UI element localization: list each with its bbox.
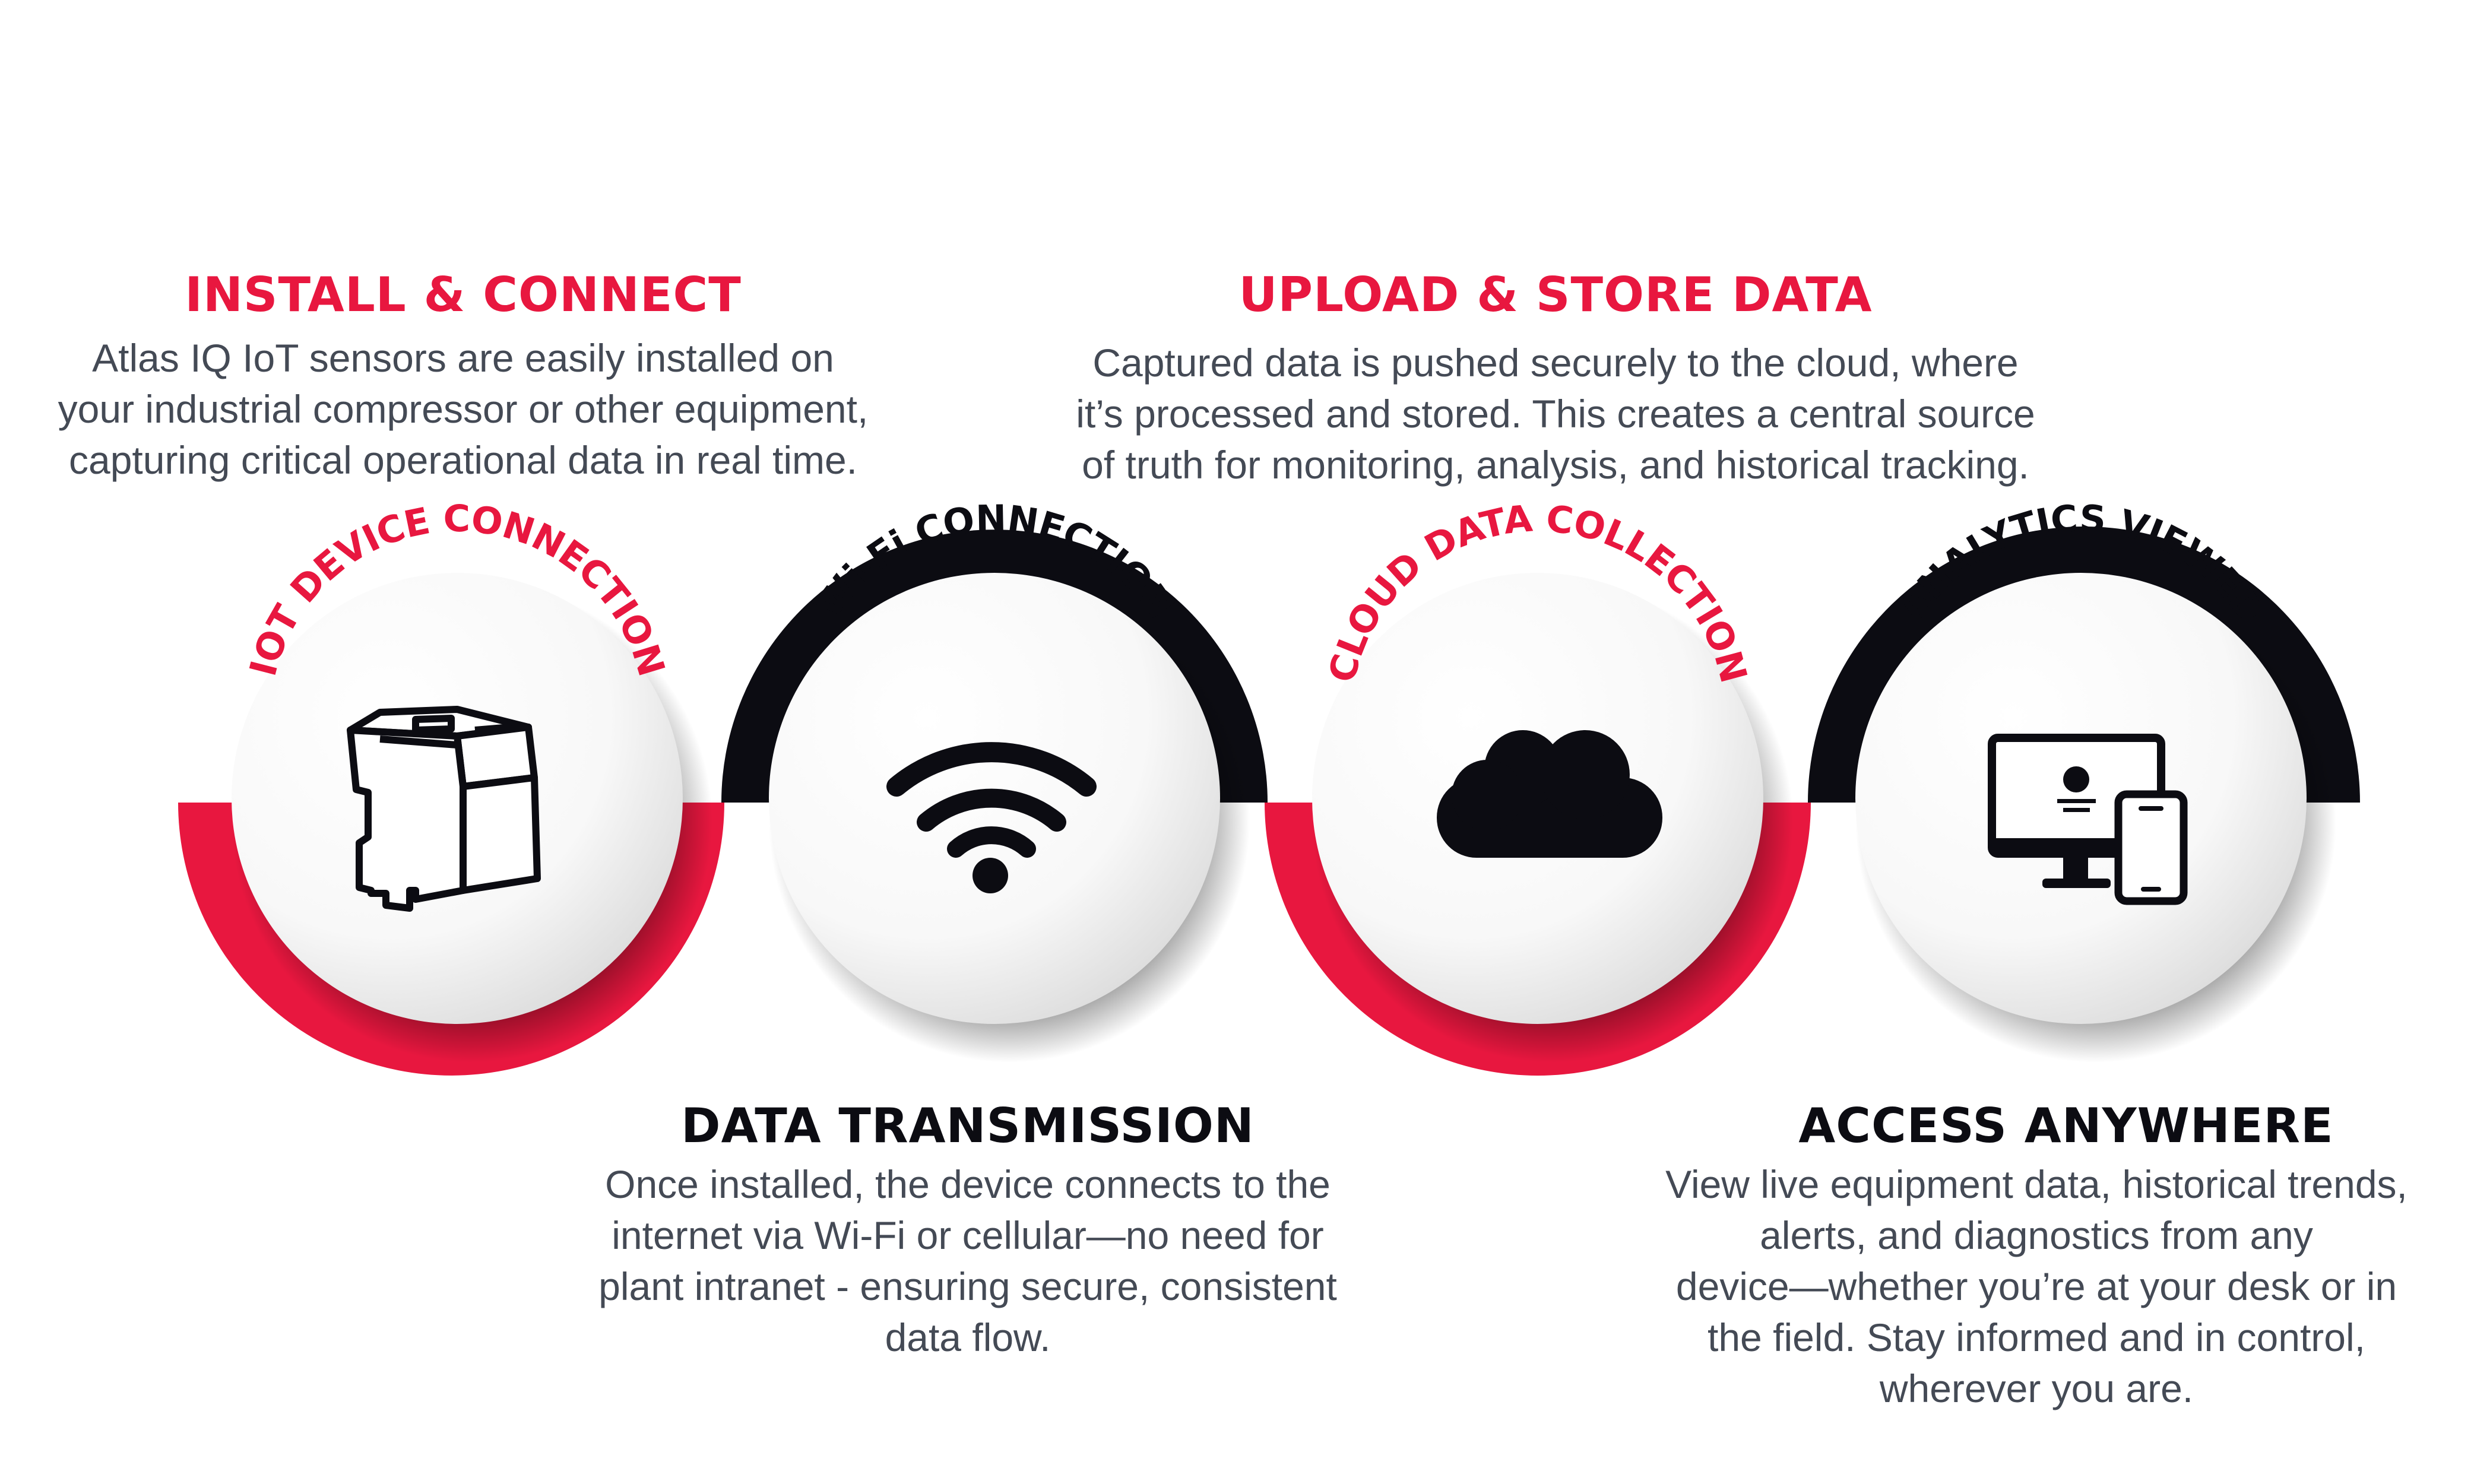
step-2-line: plant intranet - ensuring secure, consis… xyxy=(598,1264,1337,1308)
step-4-line: the field. Stay informed and in control, xyxy=(1708,1315,2365,1359)
step-4-line: device—whether you’re at your desk or in xyxy=(1675,1264,2397,1308)
step-3-description: Captured data is pushed securely to the … xyxy=(1009,337,2102,490)
step-2-description: Once installed, the device connects to t… xyxy=(534,1159,1401,1363)
step-3-line: it’s processed and stored. This creates … xyxy=(1076,392,2035,436)
step-2-line: internet via Wi-Fi or cellular—no need f… xyxy=(612,1213,1324,1257)
iot-device-icon xyxy=(347,706,541,912)
step-3-line: Captured data is pushed securely to the … xyxy=(1092,341,2019,385)
step-4-line: alerts, and diagnostics from any xyxy=(1760,1213,2313,1257)
step-3-title: UPLOAD & STORE DATA xyxy=(1238,267,1873,322)
step-4-line: View live equipment data, historical tre… xyxy=(1665,1162,2408,1206)
step-1-description: Atlas IQ IoT sensors are easily installe… xyxy=(24,332,902,486)
step-2-title: DATA TRANSMISSION xyxy=(681,1098,1255,1153)
step-1-line: capturing critical operational data in r… xyxy=(68,438,858,482)
step-4-title: ACCESS ANYWHERE xyxy=(1798,1098,2334,1153)
step-2-line: data flow. xyxy=(885,1315,1051,1359)
step-4-line: wherever you are. xyxy=(1879,1366,2194,1410)
step-1-line: Atlas IQ IoT sensors are easily installe… xyxy=(92,336,834,380)
monitor-phone-icon xyxy=(1988,734,2188,905)
wifi-icon xyxy=(886,742,1097,893)
step-1-line: your industrial compressor or other equi… xyxy=(58,387,869,431)
cloud-icon xyxy=(1437,730,1662,858)
step-3-line: of truth for monitoring, analysis, and h… xyxy=(1082,443,2029,487)
step-4-description: View live equipment data, historical tre… xyxy=(1603,1159,2470,1414)
step-2-line: Once installed, the device connects to t… xyxy=(605,1162,1331,1206)
step-1-title: INSTALL & CONNECT xyxy=(185,267,742,322)
